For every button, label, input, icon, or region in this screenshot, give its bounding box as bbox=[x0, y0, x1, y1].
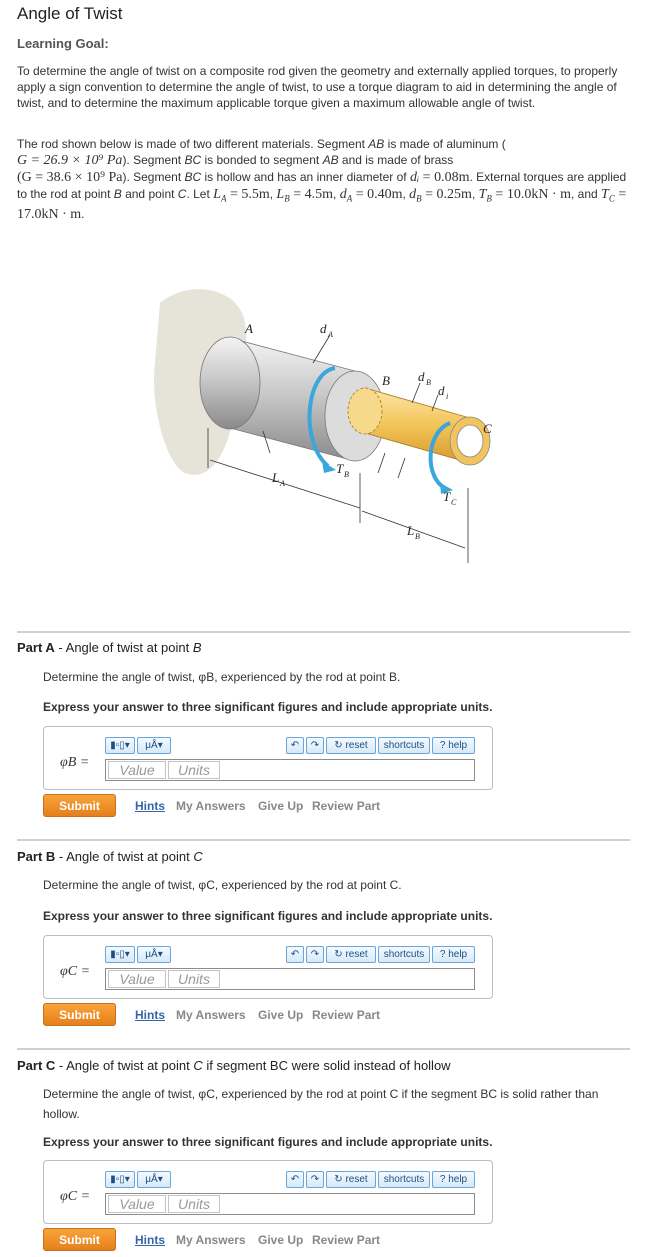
redo-button[interactable]: ↷ bbox=[306, 946, 324, 963]
part-a-give-up-link[interactable]: Give Up bbox=[258, 799, 304, 813]
part-c-hints-link[interactable]: Hints bbox=[135, 1233, 165, 1247]
part-c-answer-label: φC = bbox=[60, 1189, 91, 1204]
part-b-my-answers-link[interactable]: My Answers bbox=[176, 1008, 246, 1022]
learning-goal-text: To determine the angle of twist on a com… bbox=[17, 64, 618, 110]
part-c-give-up-link[interactable]: Give Up bbox=[258, 1233, 304, 1247]
svg-text:A: A bbox=[327, 330, 333, 339]
part-c-review-link[interactable]: Review Part bbox=[312, 1233, 381, 1247]
part-b-hints-link[interactable]: Hints bbox=[135, 1008, 165, 1022]
help-button[interactable]: ? help bbox=[432, 1171, 475, 1188]
answer-input-row: Value Units bbox=[105, 968, 475, 990]
part-b-heading: Part B - Angle of twist at point C bbox=[17, 849, 203, 864]
part-b-answer-box: φC = ▮▫▯▾ μÅ▾ ↶ ↷ ↻ reset shortcuts ? he… bbox=[43, 935, 493, 999]
part-a-review-link[interactable]: Review Part bbox=[312, 799, 381, 813]
problem-statement: The rod shown below is made of two diffe… bbox=[17, 137, 627, 223]
part-a-my-answers-link[interactable]: My Answers bbox=[176, 799, 246, 813]
page-title: Angle of Twist bbox=[17, 4, 123, 23]
part-c-submit-button[interactable]: Submit bbox=[43, 1228, 116, 1251]
value-input[interactable]: Value bbox=[108, 761, 166, 779]
units-input[interactable]: Units bbox=[168, 761, 220, 779]
templates-button[interactable]: ▮▫▯▾ bbox=[105, 1171, 135, 1188]
svg-text:d: d bbox=[320, 321, 327, 336]
svg-text:B: B bbox=[415, 532, 420, 541]
learning-goal-heading: Learning Goal: bbox=[17, 36, 109, 51]
svg-text:L: L bbox=[271, 470, 279, 485]
part-c-heading: Part C - Angle of twist at point C if se… bbox=[17, 1058, 451, 1073]
svg-text:C: C bbox=[451, 498, 457, 507]
help-button[interactable]: ? help bbox=[432, 737, 475, 754]
shortcuts-button[interactable]: shortcuts bbox=[378, 1171, 430, 1188]
units-button[interactable]: μÅ▾ bbox=[137, 946, 171, 963]
value-input[interactable]: Value bbox=[108, 970, 166, 988]
part-b-divider bbox=[17, 839, 630, 841]
part-b-instructions: Determine the angle of twist, φC, experi… bbox=[43, 878, 402, 892]
part-a-submit-button[interactable]: Submit bbox=[43, 794, 116, 817]
undo-button[interactable]: ↶ bbox=[286, 737, 304, 754]
part-a-hints-link[interactable]: Hints bbox=[135, 799, 165, 813]
svg-text:B: B bbox=[426, 378, 431, 387]
templates-button[interactable]: ▮▫▯▾ bbox=[105, 737, 135, 754]
svg-text:i: i bbox=[446, 392, 448, 401]
part-c-my-answers-link[interactable]: My Answers bbox=[176, 1233, 246, 1247]
shortcuts-button[interactable]: shortcuts bbox=[378, 946, 430, 963]
svg-text:B: B bbox=[344, 470, 349, 479]
part-c-express: Express your answer to three significant… bbox=[43, 1135, 493, 1149]
part-b-answer-label: φC = bbox=[60, 964, 91, 979]
part-a-answer-label: φB = bbox=[60, 755, 90, 770]
part-a-divider bbox=[17, 631, 630, 633]
label-b: B bbox=[382, 373, 390, 388]
answer-input-row: Value Units bbox=[105, 1193, 475, 1215]
label-c: C bbox=[483, 421, 492, 436]
svg-text:T: T bbox=[336, 461, 344, 476]
part-b-express: Express your answer to three significant… bbox=[43, 909, 493, 923]
redo-button[interactable]: ↷ bbox=[306, 737, 324, 754]
svg-text:d: d bbox=[418, 369, 425, 384]
units-input[interactable]: Units bbox=[168, 1195, 220, 1213]
part-a-heading: Part A - Angle of twist at point B bbox=[17, 640, 202, 655]
units-input[interactable]: Units bbox=[168, 970, 220, 988]
torque-tb-arrow bbox=[307, 366, 336, 468]
svg-text:L: L bbox=[406, 523, 414, 538]
svg-text:T: T bbox=[443, 489, 451, 504]
value-input[interactable]: Value bbox=[108, 1195, 166, 1213]
undo-button[interactable]: ↶ bbox=[286, 946, 304, 963]
part-a-answer-box: φB = ▮▫▯▾ μÅ▾ ↶ ↷ ↻ reset shortcuts ? he… bbox=[43, 726, 493, 790]
undo-button[interactable]: ↶ bbox=[286, 1171, 304, 1188]
aluminum-end-left bbox=[199, 336, 261, 430]
part-a-express: Express your answer to three significant… bbox=[43, 700, 493, 714]
svg-text:d: d bbox=[438, 383, 445, 398]
reset-button[interactable]: ↻ reset bbox=[326, 946, 376, 963]
composite-rod-figure: A B C d A d B d i T B T C L A L B bbox=[154, 289, 492, 563]
reset-button[interactable]: ↻ reset bbox=[326, 1171, 376, 1188]
help-button[interactable]: ? help bbox=[432, 946, 475, 963]
templates-button[interactable]: ▮▫▯▾ bbox=[105, 946, 135, 963]
part-c-answer-box: φC = ▮▫▯▾ μÅ▾ ↶ ↷ ↻ reset shortcuts ? he… bbox=[43, 1160, 493, 1224]
redo-button[interactable]: ↷ bbox=[306, 1171, 324, 1188]
shortcuts-button[interactable]: shortcuts bbox=[378, 737, 430, 754]
units-button[interactable]: μÅ▾ bbox=[137, 1171, 171, 1188]
label-a: A bbox=[244, 321, 253, 336]
units-button[interactable]: μÅ▾ bbox=[137, 737, 171, 754]
part-c-instructions: Determine the angle of twist, φC, experi… bbox=[43, 1087, 599, 1121]
reset-button[interactable]: ↻ reset bbox=[326, 737, 376, 754]
part-b-review-link[interactable]: Review Part bbox=[312, 1008, 381, 1022]
answer-input-row: Value Units bbox=[105, 759, 475, 781]
svg-text:A: A bbox=[279, 479, 285, 488]
torque-tc-arrow bbox=[428, 421, 451, 490]
part-a-instructions: Determine the angle of twist, φB, experi… bbox=[43, 670, 401, 684]
part-b-give-up-link[interactable]: Give Up bbox=[258, 1008, 304, 1022]
part-c-divider bbox=[17, 1048, 630, 1050]
part-b-submit-button[interactable]: Submit bbox=[43, 1003, 116, 1026]
